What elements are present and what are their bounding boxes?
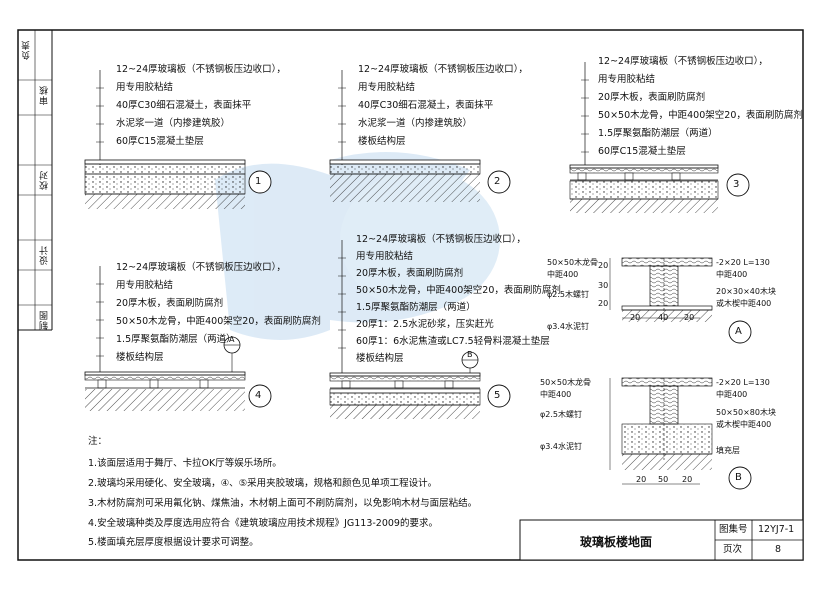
s1-number: 1 (255, 176, 262, 187)
s2-line-4: 水泥浆一道（内掺建筑胶） (358, 118, 473, 129)
detail-a-left-1: 50×50木龙骨 (547, 258, 599, 267)
s4-line-3: 20厚木板，表面刷防腐剂 (116, 298, 224, 309)
note-4: 4.安全玻璃种类及厚度选用应符合《建筑玻璃应用技术规程》JG113-2009的要… (88, 518, 438, 529)
s2-line-2: 用专用胶粘结 (358, 82, 416, 93)
sheet-border (17, 29, 804, 561)
section-4-drawing (84, 266, 272, 411)
s5-line-5: 1.5厚聚氨酯防潮层（两道） (356, 302, 476, 313)
note-3: 3.木材防腐剂可采用氟化钠、煤焦油，木材朝上面可不刷防腐剂，以免影响木材与面层粘… (88, 498, 478, 509)
s3-line-2: 用专用胶粘结 (598, 74, 656, 85)
title-block (519, 519, 804, 561)
detail-b-left-2: 中距400 (540, 390, 572, 399)
detail-b-right-1: -2×20 L=130 (716, 378, 770, 387)
s3-line-3: 20厚木板，表面刷防腐剂 (598, 92, 706, 103)
detail-b-label: B (735, 472, 742, 483)
s1-line-4: 水泥浆一道（内掺建筑胶） (116, 118, 231, 129)
s5-number: 5 (494, 390, 501, 401)
s3-line-1: 12~24厚玻璃板（不锈钢板压边收口）， (598, 56, 768, 67)
detail-a-left-3: φ2.5木螺钉 (547, 290, 589, 299)
atlas-value: 12YJ7-1 (758, 524, 795, 535)
detail-a-label: A (735, 326, 742, 337)
page-value: 8 (775, 544, 782, 555)
s3-line-5: 1.5厚聚氨酯防潮层（两道） (598, 128, 718, 139)
s4-line-2: 用专用胶粘结 (116, 280, 174, 291)
detail-b-right-2: 中距400 (716, 390, 748, 399)
note-2: 2.玻璃均采用硬化、安全玻璃，④、⑤采用夹胶玻璃，规格和颜色见单项工程设计。 (88, 478, 438, 489)
detail-b-dim-3: 20 (682, 475, 693, 484)
s5-line-7: 60厚1：6水泥焦渣或LC7.5轻骨料混凝土垫层 (356, 336, 550, 347)
section-1-drawing (84, 70, 272, 209)
s5-line-1: 12~24厚玻璃板（不锈钢板压边收口）， (356, 234, 526, 245)
section-3-drawing (569, 62, 750, 213)
s5-line-8: 楼板结构层 (356, 353, 404, 364)
note-1: 1.该面层适用于舞厅、卡拉OK厅等娱乐场所。 (88, 458, 282, 469)
s2-line-3: 40厚C30细石混凝土，表面抹平 (358, 100, 494, 111)
sidebar-label-jiaodui: 校对 (40, 170, 50, 190)
detail-a-dim-2: 30 (598, 281, 609, 290)
detail-a-right-3: 20×30×40木块 (716, 287, 776, 296)
sidebar-label-sheji: 设计 (40, 245, 50, 265)
detail-b-right-5: 填充层 (716, 446, 740, 455)
detail-a-dim-3: 20 (598, 299, 609, 308)
section-2-drawing (329, 70, 511, 202)
s2-number: 2 (494, 176, 501, 187)
s5-line-6: 20厚1：2.5水泥砂浆，压实赶光 (356, 319, 494, 330)
page-label: 页次 (723, 544, 743, 555)
s5-line-4: 50×50木龙骨，中距400架空20，表面刷防腐剂 (356, 285, 561, 296)
s4-marker: A (229, 335, 235, 344)
detail-b-left-3: φ2.5木螺钉 (540, 410, 582, 419)
detail-a-dim-1: 20 (598, 261, 609, 270)
s2-line-1: 12~24厚玻璃板（不锈钢板压边收口）， (358, 64, 528, 75)
s4-line-5: 1.5厚聚氨酯防潮层（两道） (116, 334, 236, 345)
s2-line-5: 楼板结构层 (358, 136, 406, 147)
atlas-label: 图集号 (719, 524, 748, 535)
s3-line-4: 50×50木龙骨，中距400架空20，表面刷防腐剂 (598, 110, 803, 121)
s4-line-4: 50×50木龙骨，中距400架空20，表面刷防腐剂 (116, 316, 321, 327)
detail-a-dim-6: 20 (684, 313, 695, 322)
s4-line-6: 楼板结构层 (116, 352, 164, 363)
detail-a-right-4: 或木楔中距400 (716, 299, 772, 308)
detail-a-right-2: 中距400 (716, 270, 748, 279)
detail-b-right-3: 50×50×80木块 (716, 408, 776, 417)
detail-b-left-4: φ3.4水泥钉 (540, 442, 582, 451)
detail-b-drawing (609, 377, 752, 490)
s1-line-1: 12~24厚玻璃板（不锈钢板压边收口）， (116, 64, 286, 75)
sidebar-label-zhitu: 制图 (40, 310, 50, 330)
s1-line-5: 60厚C15混凝土垫层 (116, 136, 204, 147)
detail-b-left-1: 50×50木龙骨 (540, 378, 592, 387)
detail-a-drawing (609, 257, 752, 344)
section-5-drawing (329, 240, 511, 419)
sidebar-label-fuze: 负责 (22, 40, 32, 60)
sidebar-label-shenhe: 审核 (40, 85, 50, 105)
s1-line-3: 40厚C30细石混凝土，表面抹平 (116, 100, 252, 111)
s5-line-2: 用专用胶粘结 (356, 251, 414, 262)
s4-line-1: 12~24厚玻璃板（不锈钢板压边收口）， (116, 262, 286, 273)
detail-a-left-4: φ3.4水泥钉 (547, 322, 589, 331)
drawing-title: 玻璃板楼地面 (580, 535, 653, 549)
detail-b-dim-2: 50 (658, 475, 669, 484)
detail-b-right-4: 或木楔中距400 (716, 420, 772, 429)
notes-heading: 注： (88, 436, 108, 447)
s5-line-3: 20厚木板，表面刷防腐剂 (356, 268, 464, 279)
s5-marker: B (467, 350, 473, 359)
s4-number: 4 (255, 390, 262, 401)
detail-a-right-1: -2×20 L=130 (716, 258, 770, 267)
s3-line-6: 60厚C15混凝土垫层 (598, 146, 686, 157)
detail-a-left-2: 中距400 (547, 270, 579, 279)
detail-a-dim-5: 40 (658, 313, 669, 322)
detail-a-dim-4: 20 (630, 313, 641, 322)
s3-number: 3 (733, 179, 740, 190)
detail-b-dim-1: 20 (636, 475, 647, 484)
note-5: 5.楼面填充层厚度根据设计要求可调整。 (88, 537, 259, 548)
s1-line-2: 用专用胶粘结 (116, 82, 174, 93)
